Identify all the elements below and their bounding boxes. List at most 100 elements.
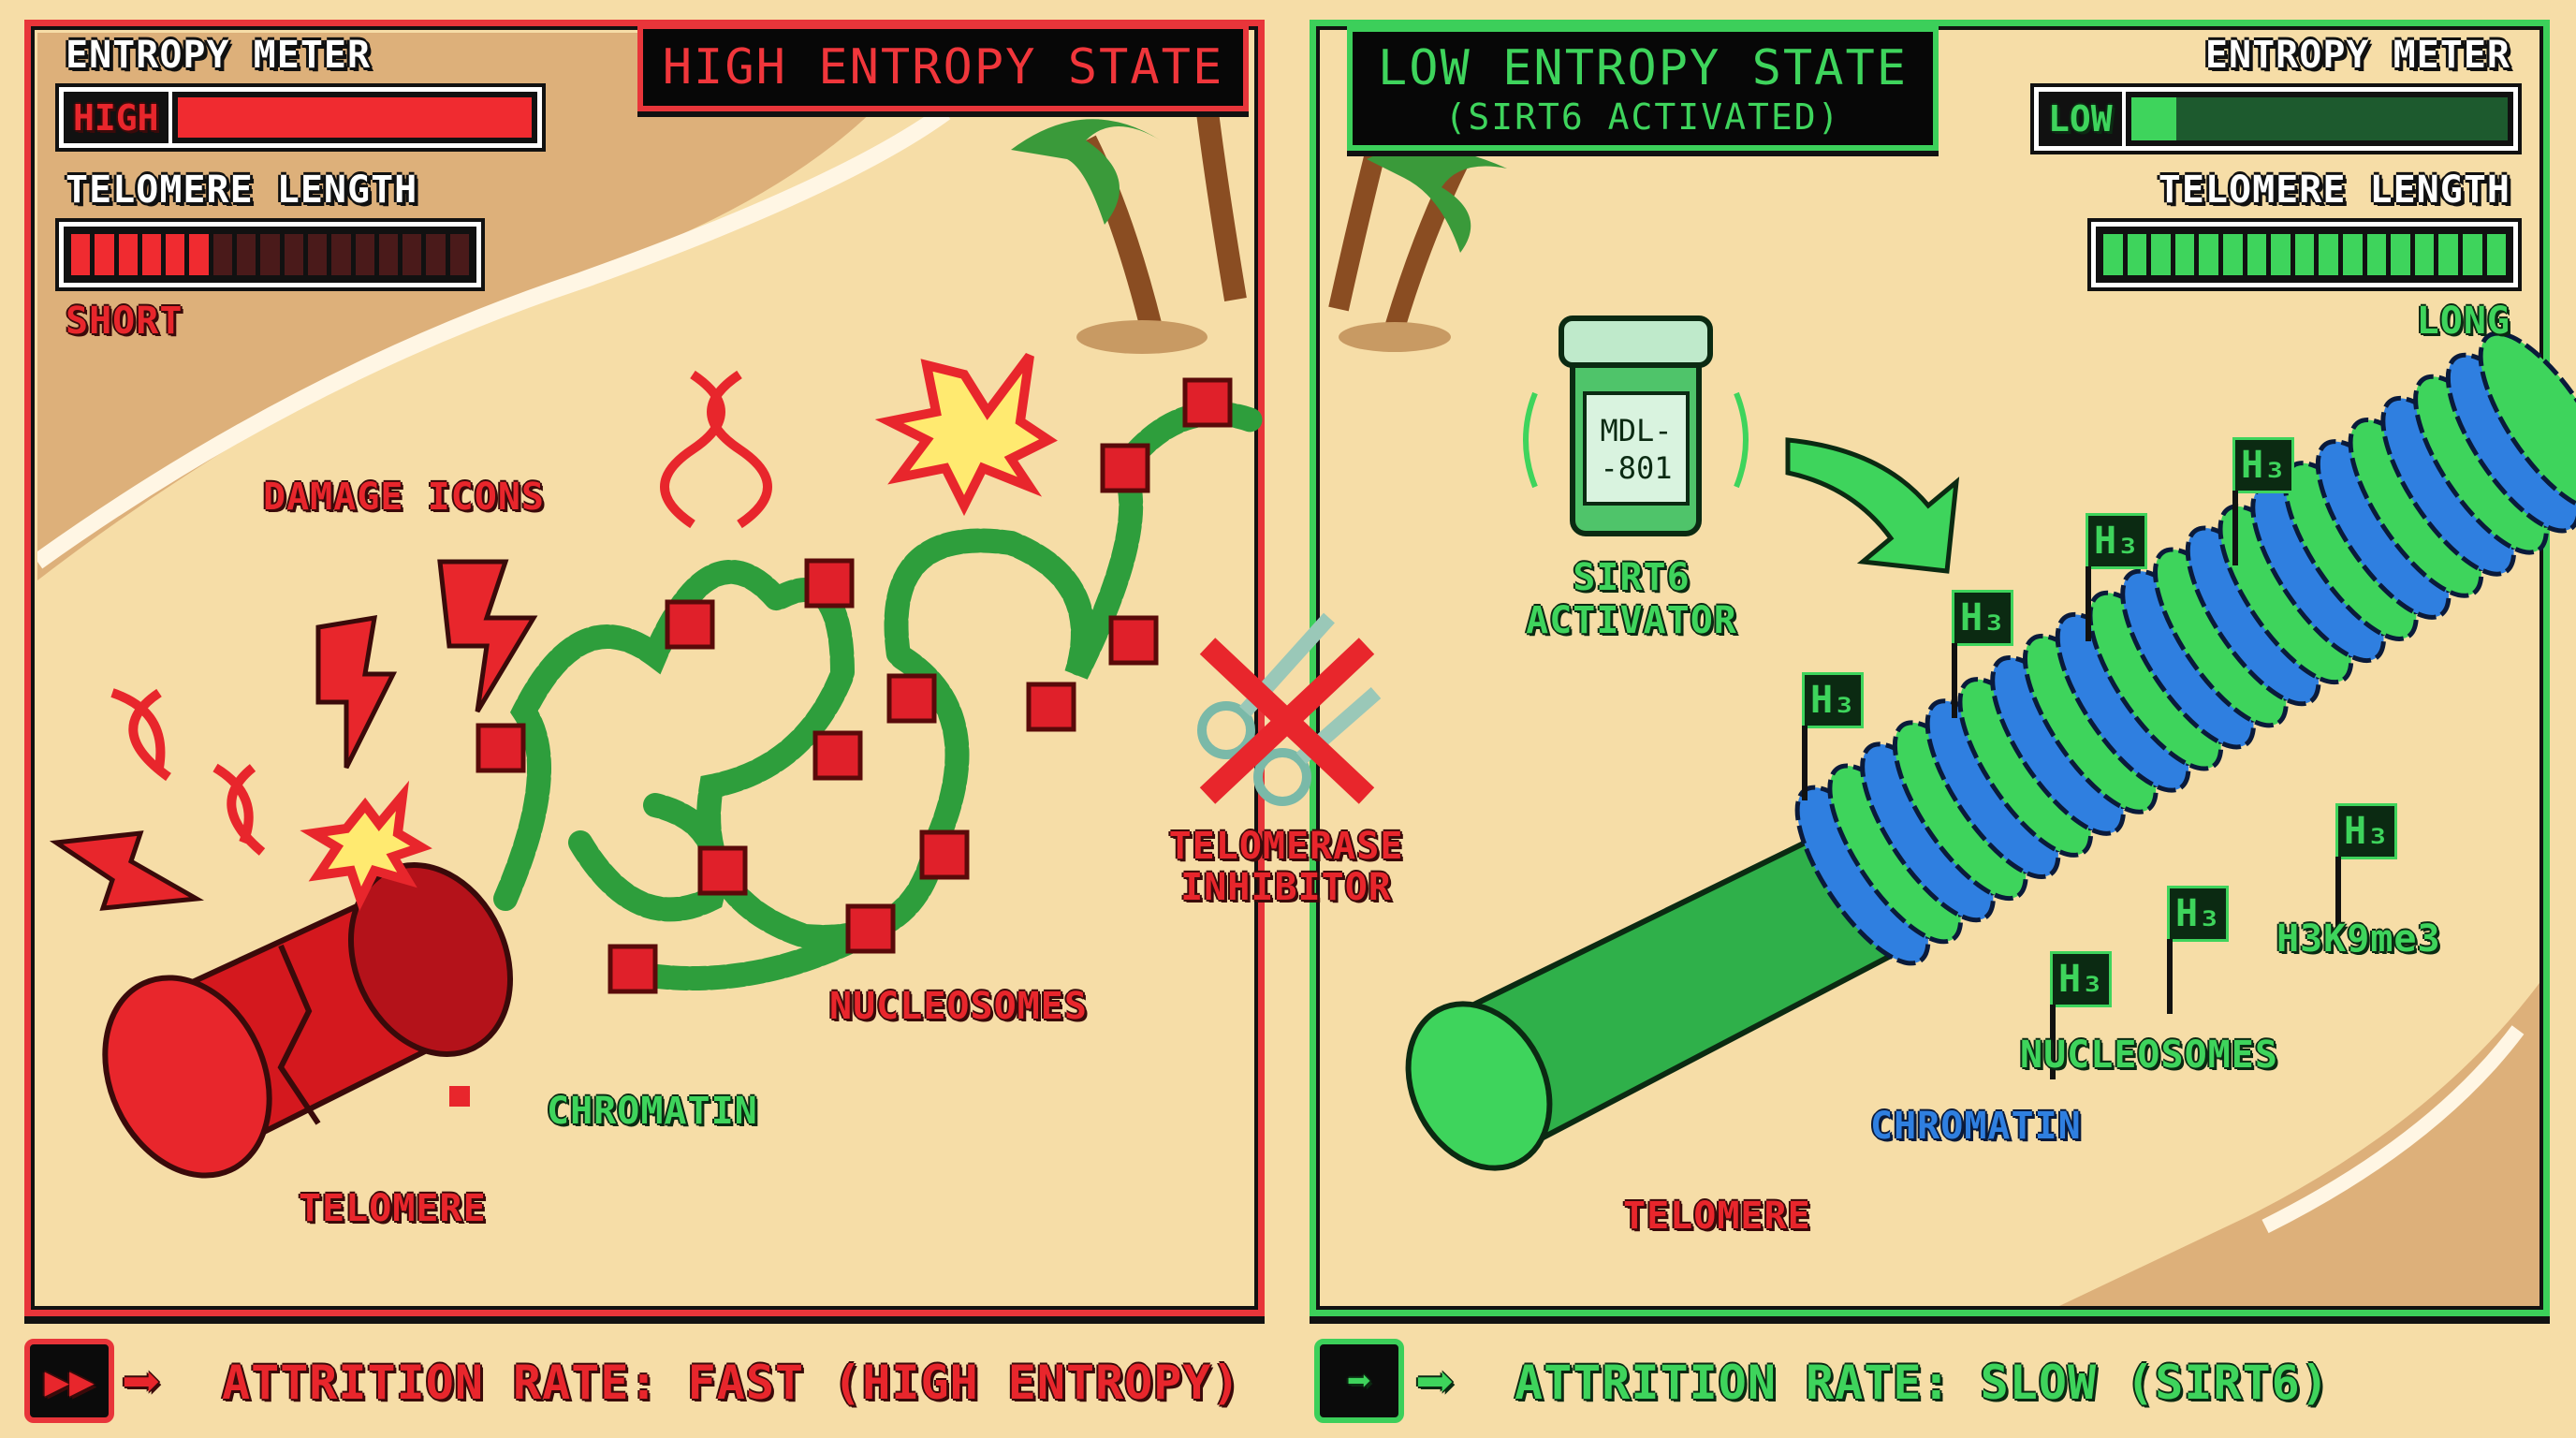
telomere-segment — [189, 234, 209, 275]
telomere-segment — [449, 234, 470, 275]
high-entropy-panel — [24, 20, 1265, 1316]
sirt6-activator-label: SIRT6 ACTIVATOR — [1482, 556, 1781, 642]
label-line: ACTIVATOR — [1526, 599, 1737, 642]
nucleosome-cube — [476, 723, 526, 773]
telomere-segment — [2271, 234, 2291, 275]
low-entropy-state-title: LOW ENTROPY STATE (SIRT6 ACTIVATED) — [1347, 26, 1939, 151]
telomere-segment — [2342, 234, 2363, 275]
scissors-crossed-icon — [1197, 612, 1382, 806]
telomere-segment — [331, 234, 351, 275]
telomere-segment — [307, 234, 328, 275]
state-subtitle-text: (SIRT6 ACTIVATED) — [1444, 95, 1841, 138]
chromatin-label: CHROMATIN — [1870, 1105, 2082, 1148]
fast-forward-icon: ▶▶ — [24, 1339, 114, 1423]
arrow-right-icon: ➡ — [1314, 1339, 1404, 1423]
telomere-segment — [2294, 234, 2315, 275]
entropy-meter-fill — [177, 97, 532, 138]
left-telomere-length-label: TELOMERE LENGTH — [66, 169, 418, 212]
telomere-segment — [2247, 234, 2267, 275]
h3-methylation-flag: H₃ — [2232, 437, 2295, 565]
nucleosome-coil — [1794, 330, 2576, 966]
nucleosome-cube — [919, 829, 970, 880]
state-title-text: HIGH ENTROPY STATE — [662, 39, 1224, 95]
telomere-segment — [2174, 234, 2195, 275]
telomere-segment — [2151, 234, 2171, 275]
explosion-icon — [300, 353, 1058, 912]
nucleosome-cube — [697, 845, 748, 896]
jar-label-line: MDL- — [1600, 413, 1673, 448]
telomere-segment — [2366, 234, 2387, 275]
telomere-segment — [284, 234, 303, 275]
low-entropy-panel — [1310, 20, 2550, 1316]
h3-methylation-flag: H₃ — [2167, 886, 2230, 1014]
telomere-status-long: LONG — [2416, 300, 2510, 343]
jar-label: MDL- -801 — [1585, 412, 1688, 487]
nucleosome-cube — [845, 903, 896, 954]
telomere-segment — [2103, 234, 2123, 275]
h3-methylation-flag: H₃ — [1802, 672, 1865, 800]
nucleosome — [2478, 330, 2576, 512]
telomere-segment — [2199, 234, 2218, 275]
nucleosome-cube — [607, 944, 658, 994]
entropy-level-text: LOW — [2039, 92, 2126, 146]
jar-icon — [1523, 315, 1749, 536]
telomerase-inhibitor-label: TELOMERASE INHIBITOR — [1127, 826, 1445, 908]
nucleosome-cube — [1026, 682, 1076, 732]
right-attrition-rate: ATTRITION RATE: SLOW (SIRT6) — [1515, 1356, 2330, 1410]
left-attrition-rate: ATTRITION RATE: FAST (HIGH ENTROPY) — [222, 1356, 1241, 1410]
telomere-segment — [426, 234, 446, 275]
telomere-segment — [402, 234, 422, 275]
nucleosomes-label: NUCLEOSOMES — [829, 985, 1088, 1028]
telomere-segment — [2462, 234, 2482, 275]
nucleosome-cube — [1182, 377, 1233, 428]
telomere-status-short: SHORT — [66, 300, 183, 343]
label-line: TELOMERASE — [1168, 825, 1404, 868]
high-entropy-state-title: HIGH ENTROPY STATE — [637, 23, 1249, 111]
telomere-segment — [237, 234, 256, 275]
entropy-meter-fill — [2130, 97, 2176, 140]
arrow-right-icon: ➡ — [122, 1343, 162, 1420]
telomere-segment — [212, 234, 233, 275]
telomere-segment — [2127, 234, 2147, 275]
telomere-segment — [118, 234, 138, 275]
dna-icon — [110, 370, 772, 856]
nucleosome-cube — [665, 599, 715, 650]
arrow-right-icon: ➡ — [1415, 1343, 1456, 1420]
telomere-segment — [2319, 234, 2338, 275]
lightning-icon — [49, 559, 538, 911]
right-telomere-length-label: TELOMERE LENGTH — [2158, 169, 2510, 212]
broken-telomere — [102, 862, 514, 1179]
telomere-segment — [260, 234, 280, 275]
chromatin-strand — [493, 401, 1266, 990]
telomere-segment — [166, 234, 185, 275]
nucleosome-cube — [886, 673, 937, 724]
nucleosome-cube — [812, 730, 863, 781]
nucleosome-cube — [804, 558, 855, 609]
telomere-segment — [355, 234, 374, 275]
telomere-segment — [2486, 234, 2507, 275]
telomere-segment — [2414, 234, 2435, 275]
chromatin-label: CHROMATIN — [547, 1090, 758, 1133]
right-entropy-meter: LOW — [2030, 83, 2522, 154]
telomere-segment — [141, 234, 162, 275]
left-telomere-length-bar — [55, 218, 485, 291]
h3-methylation-flag: H₃ — [2086, 513, 2148, 641]
left-entropy-meter: HIGH — [55, 83, 546, 152]
label-line: INHIBITOR — [1180, 866, 1392, 909]
label-line: SIRT6 — [1573, 556, 1690, 599]
telomere-label: TELOMERE — [1623, 1195, 1811, 1238]
nucleosome-cube — [1108, 615, 1159, 666]
telomere-segment — [2222, 234, 2243, 275]
nucleosome-cube — [1100, 443, 1150, 493]
nucleosome-cubes — [476, 377, 1233, 994]
telomere-segment — [71, 234, 91, 275]
telomere-segment — [2391, 234, 2410, 275]
damage-icons-label: DAMAGE ICONS — [263, 476, 545, 519]
telomere-segment — [95, 234, 114, 275]
telomere-segment — [378, 234, 399, 275]
telomere-label: TELOMERE — [299, 1187, 487, 1230]
h3-methylation-flag: H₃ — [2050, 951, 2113, 1079]
state-title-text: LOW ENTROPY STATE — [1377, 39, 1909, 96]
entropy-level-text: HIGH — [64, 92, 172, 143]
